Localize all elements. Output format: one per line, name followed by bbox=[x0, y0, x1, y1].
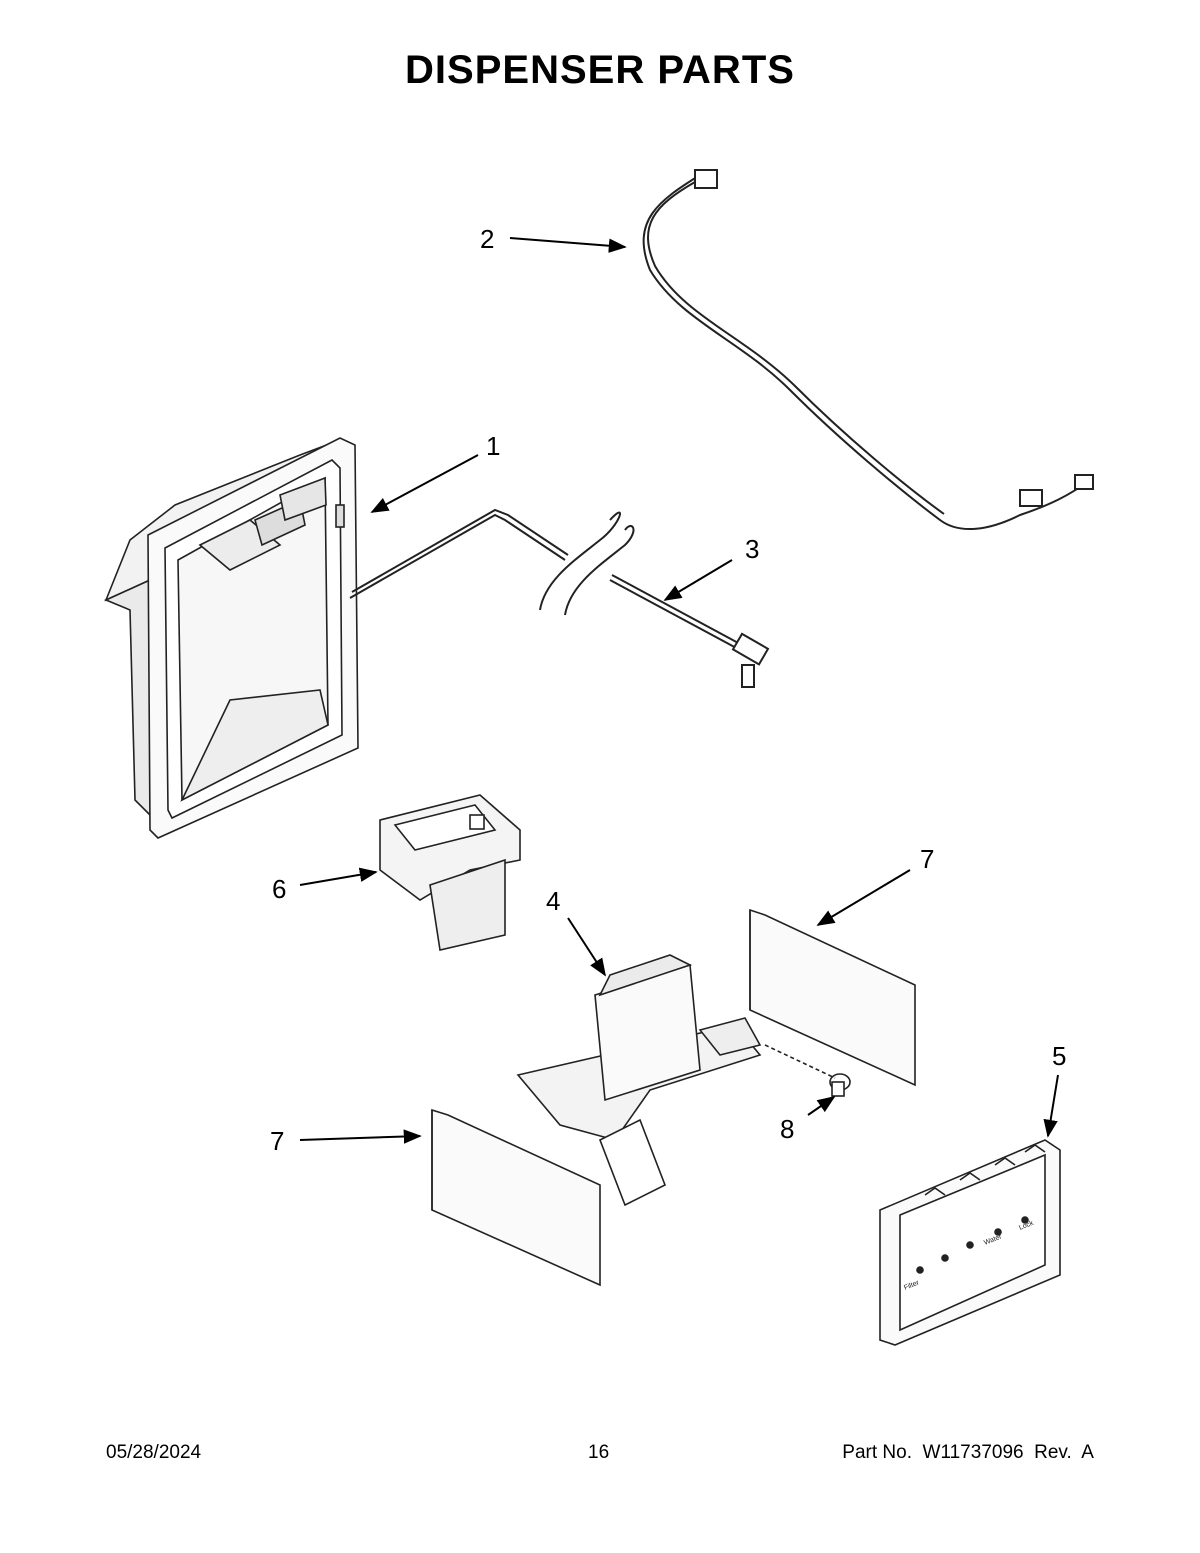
part-3-tube bbox=[349, 508, 770, 688]
callout-8: 8 bbox=[780, 1114, 794, 1144]
leader-3 bbox=[663, 559, 733, 601]
part-2-wire-harness bbox=[642, 169, 1094, 531]
callout-5: 5 bbox=[1052, 1041, 1066, 1071]
callouts: 1 2 3 4 5 6 7 7 8 bbox=[270, 224, 1066, 1156]
part-7-panel-left bbox=[431, 1108, 601, 1287]
part-6-chute bbox=[379, 794, 521, 951]
page-title: DISPENSER PARTS bbox=[405, 48, 795, 92]
leader-7-left bbox=[299, 1129, 422, 1144]
part-1-dispenser-housing bbox=[103, 437, 359, 839]
leader-4 bbox=[567, 917, 606, 977]
callout-2: 2 bbox=[480, 224, 494, 254]
callout-1: 1 bbox=[486, 431, 500, 461]
part-4-actuator-assembly bbox=[516, 954, 762, 1207]
leader-arrows bbox=[299, 237, 1059, 1144]
footer-part-number: Part No. W11737096 Rev. A bbox=[842, 1442, 1094, 1463]
callout-3: 3 bbox=[745, 534, 759, 564]
leader-8 bbox=[807, 1095, 836, 1116]
footer-page-number: 16 bbox=[588, 1442, 610, 1463]
leader-1 bbox=[370, 454, 479, 513]
part-8-screw bbox=[764, 1044, 851, 1097]
callout-7-right: 7 bbox=[920, 844, 934, 874]
leader-2 bbox=[509, 237, 627, 253]
leader-6 bbox=[299, 867, 378, 886]
part-7-panel-right bbox=[749, 908, 916, 1087]
callout-7-left: 7 bbox=[270, 1126, 284, 1156]
callout-6: 6 bbox=[272, 874, 286, 904]
footer-date: 05/28/2024 bbox=[106, 1442, 202, 1463]
leader-7-right bbox=[816, 869, 911, 926]
part-5-control-panel: Lock Water Filter bbox=[879, 1139, 1061, 1346]
callout-4: 4 bbox=[546, 886, 560, 916]
leader-5 bbox=[1043, 1074, 1059, 1138]
